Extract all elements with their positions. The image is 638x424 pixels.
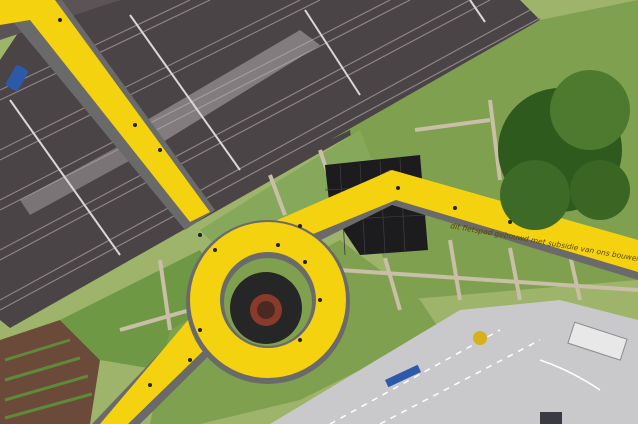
center-pillar-top (257, 301, 275, 319)
road-markings (329, 329, 541, 424)
car (540, 412, 562, 424)
platform (130, 30, 320, 150)
bridge-deck (0, 0, 210, 222)
road (270, 300, 638, 424)
railway (0, 0, 541, 328)
deck-arm-right (250, 170, 638, 272)
truck (567, 321, 628, 361)
platform (20, 140, 140, 215)
parked-car (6, 65, 28, 91)
cyclists (58, 18, 512, 387)
catenary-poles (9, 0, 486, 256)
planter (473, 331, 487, 345)
blue-bench (384, 364, 422, 388)
tree (498, 70, 630, 230)
garden-rows (4, 338, 93, 420)
road-curve-marking (539, 359, 601, 391)
